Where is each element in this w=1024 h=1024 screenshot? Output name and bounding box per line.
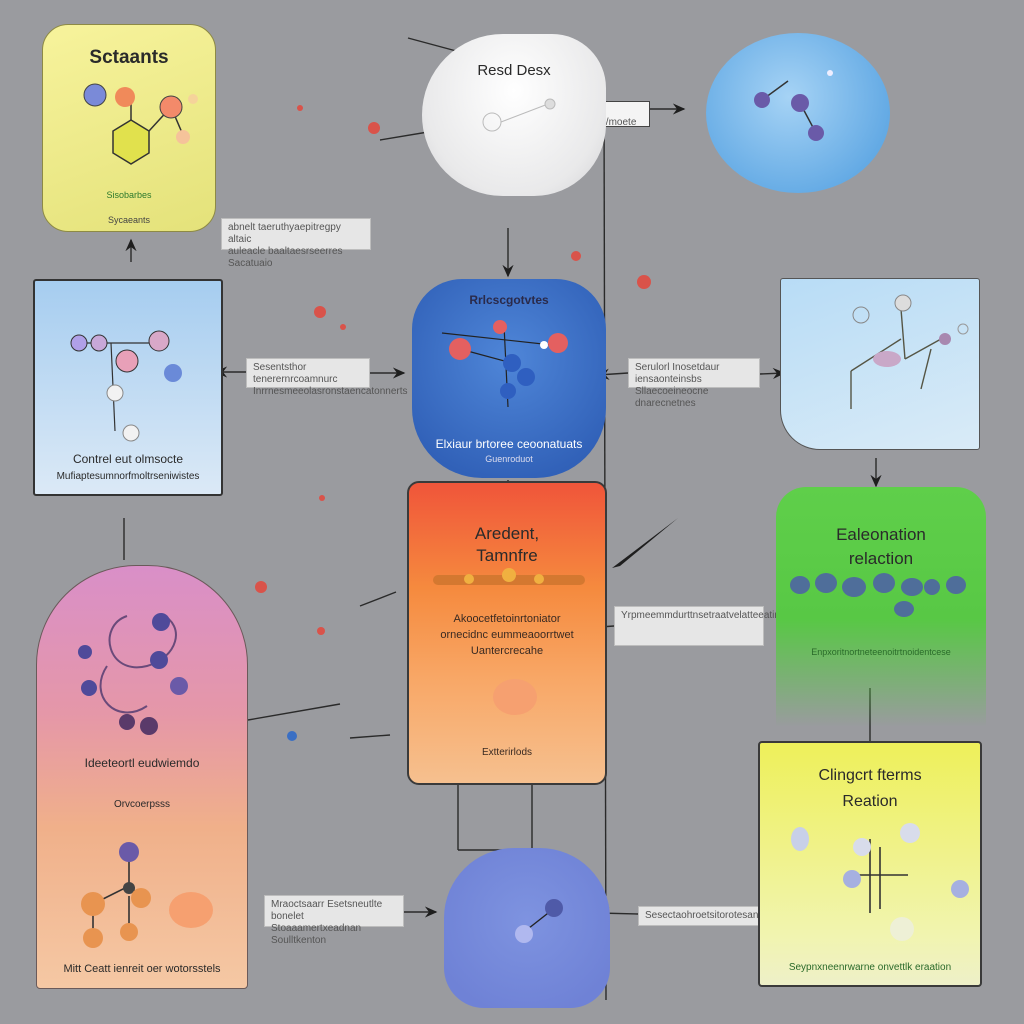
panel-elaboration-title: Ealeonation relaction [836,525,926,568]
panel-control-line1: Contrel eut olmsocte [72,452,184,466]
panel-control-line2: Mufiaptesumnorfmoltrseniwistes [56,471,200,482]
caption-bottom-left-text: Mraoctsaarr Esetsneutlte bonelet Stoaaam… [271,899,383,946]
molecule-benzene-icon [83,83,198,165]
line-sketch-2 [359,591,397,607]
caption-mid-right-text: Serulorl Inosetdaur iensaonteinsbs Sllae… [635,362,720,409]
molecule-pink-icon [78,613,213,948]
molecule-bottom-icon [515,899,563,943]
molecule-circle-icon [754,70,833,141]
quill-mark-icon [612,518,678,568]
panel-accident-line2: Extterirlods [481,747,532,758]
molecule-faint-icon [482,98,556,132]
caption-top-left-text: abnelt taeruthyaepitregpy altaic auleacl… [228,222,343,269]
molecule-structure-icon [850,294,969,409]
panel-organic-line2: Orvcoerpsss [113,799,171,810]
molecule-green-row-icon [790,573,966,617]
panel-reaction: Clingcrt fterms Reation Seypnxneenrwarne… [758,741,982,987]
molecule-reaction-icon [791,823,969,941]
panel-bottom-blob [444,848,610,1008]
panel-organic-line1: Ideeteortl eudwiemdo [84,756,200,770]
panel-reactants-title: Sctaants [89,47,169,68]
caption-mid-right: Serulorl Inosetdaur iensaonteinsbs Sllae… [628,358,760,409]
panel-organic-line3: Mitt Ceatt ienreit oer wotorsstels [63,963,221,975]
line-sketch-3 [349,734,391,739]
panel-reaction-title: Clingcrt fterms Reation [818,767,922,810]
caption-mid-left: Sesentsthor tenerernrcoamnurc Inrrnesmee… [246,358,408,397]
panel-reactants: Sctaants Sisobarbes Sycaeants [42,24,216,232]
line-pink-to-accident [247,703,341,721]
panel-accident-title: Aredent, Tamnfre [474,524,540,565]
panel-read-desk-title: Resd Desx [477,62,551,79]
molecule-chain-orange-icon [433,568,585,715]
caption-mid-left-text: Sesentsthor tenerernrcoamnurc Inrrnesmee… [253,362,408,397]
panel-read-desk: Resd Desx [422,34,606,196]
panel-blue-center-line2: Guenroduot [485,454,533,464]
molecule-chain-icon [70,330,182,442]
panel-blue-center-title: Rrlcscgotvtes [469,293,549,307]
line-top-slash [407,37,461,53]
panel-accident-transfer: Aredent, Tamnfre Akoocetfetoinrtoniator … [407,481,607,785]
caption-top-left: abnelt taeruthyaepitregpy altaic auleacl… [221,218,371,269]
panel-organic: Ideeteortl eudwiemdo Orvcoerpsss Mitt Ce… [36,565,248,989]
panel-blue-center-line1: Elxiaur brtoree ceoonatuats [435,437,583,451]
panel-molecule-circle [706,33,890,193]
panel-blue-center: Rrlcscgotvtes Elxiaur brtoree ceoonatuat… [412,279,606,478]
panel-elaboration-line1: Enpxoritnortneteenoitrtnoidentcese [811,647,951,657]
caption-accident-right: Yrpmeemmdurttnsetraatvelatteeatimnepe [614,606,805,646]
panel-reactants-footer: Sycaeants [107,215,151,225]
panel-reactants-label: Sisobarbes [106,190,152,200]
panel-elaboration: Ealeonation relaction Enpxoritnortneteen… [776,487,986,727]
scattered-dots [255,105,651,741]
caption-accident-right-text: Yrpmeemmdurttnsetraatvelatteeatimnepe [621,610,805,621]
caption-bottom-right-text: Sesectaohroetsitorotesantesecaoleets [645,910,815,921]
panel-accident-line1: Akoocetfetoinrtoniator ornecidnc eummeao… [440,613,574,657]
molecule-center-icon [441,320,568,408]
panel-control: Contrel eut olmsocte Mufiaptesumnorfmolt… [33,279,223,496]
panel-reaction-line1: Seypnxneenrwarne onvettlk eraation [788,962,952,973]
panel-structure-box [780,278,980,450]
caption-bottom-left: Mraoctsaarr Esetsneutlte bonelet Stoaaam… [264,895,404,946]
